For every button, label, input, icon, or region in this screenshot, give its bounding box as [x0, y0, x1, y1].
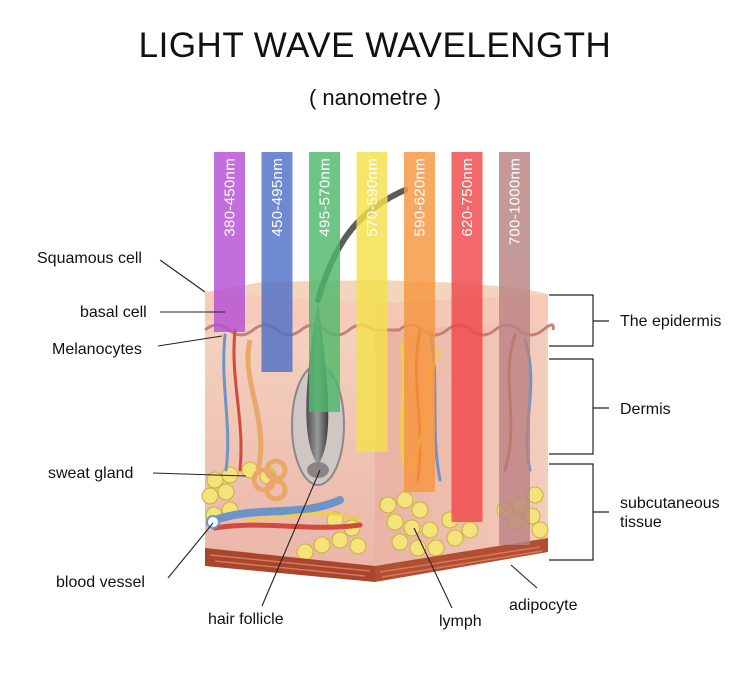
wavelength-band-3 [309, 152, 340, 412]
label-sweat-gland: sweat gland [48, 465, 134, 482]
wavelength-band-label-7: 700-1000nm [507, 158, 524, 245]
wavelength-band-label-6: 620-750nm [459, 158, 476, 237]
wavelength-band-label-4: 570-590nm [364, 158, 381, 237]
label-squamous-cell: Squamous cell [37, 250, 142, 267]
wavelength-bands: 380-450nm 450-495nm 495-570nm 570-590nm 590-… [214, 152, 530, 545]
layer-brackets [549, 294, 609, 561]
subcutaneous-bracket [549, 463, 609, 561]
wavelength-band-7 [499, 152, 530, 545]
label-adipocyte: adipocyte [509, 597, 578, 614]
wavelength-band-label-3: 495-570nm [317, 158, 334, 237]
wavelength-band-6 [451, 152, 483, 522]
label-subcutaneous-tissue: subcutaneous tissue [620, 495, 720, 531]
wavelength-band-5 [404, 152, 435, 492]
diagram-subtitle: ( nanometre ) [308, 85, 442, 110]
label-hair-follicle: hair follicle [208, 611, 284, 628]
label-lymph: lymph [439, 613, 482, 630]
label-melanocytes: Melanocytes [52, 341, 142, 358]
wavelength-band-4 [356, 152, 388, 452]
wavelength-band-label-5: 590-620nm [412, 158, 429, 237]
wavelength-band-label-1: 380-450nm [222, 158, 239, 237]
wavelength-band-label-2: 450-495nm [269, 158, 286, 237]
epidermis-bracket [549, 294, 609, 347]
label-basal-cell: basal cell [80, 304, 147, 321]
label-dermis: Dermis [620, 401, 671, 418]
label-blood-vessel: blood vessel [56, 574, 145, 591]
sweat-gland-structure [245, 339, 288, 502]
diagram-title: LIGHT WAVE WAVELENGTH [138, 26, 612, 65]
wavelength-band-1 [214, 152, 245, 332]
wavelength-band-2 [261, 152, 293, 372]
muscle-layer [205, 538, 548, 582]
blood-vessel-cross-section [206, 515, 220, 529]
dermis-bracket [549, 358, 609, 455]
label-epidermis: The epidermis [620, 313, 722, 330]
leader-lines [152, 259, 538, 609]
